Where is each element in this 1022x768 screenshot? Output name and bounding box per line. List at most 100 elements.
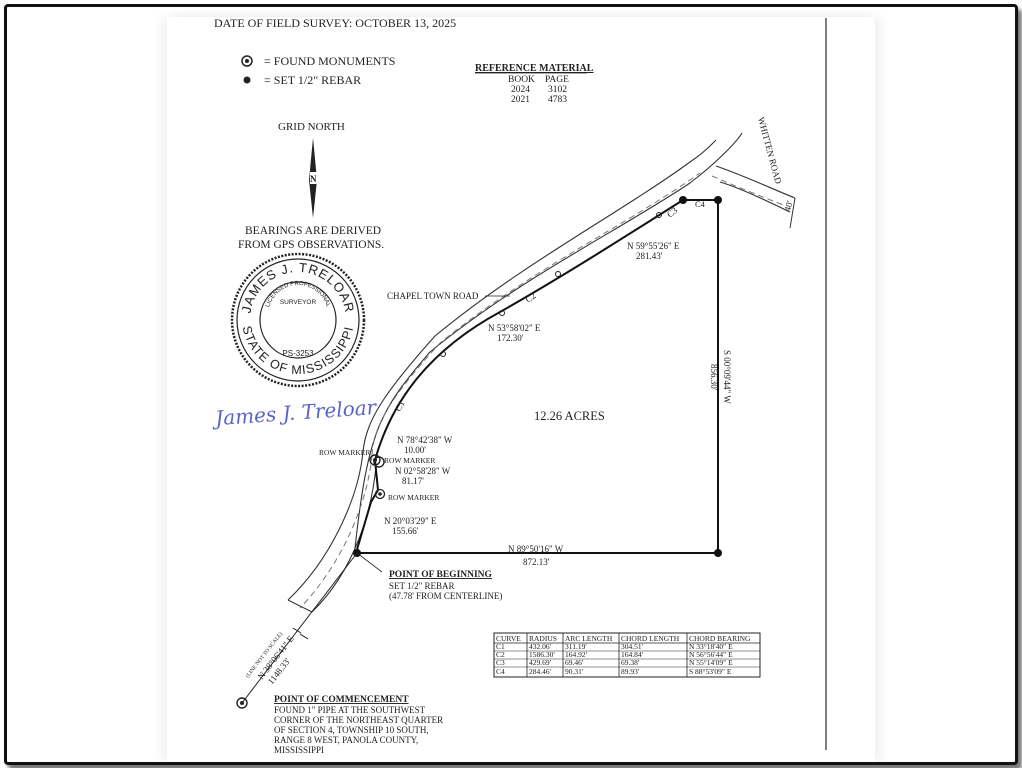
whitten-road-label: WHITTEN ROAD bbox=[756, 116, 784, 185]
curve-table-cell: 69.38' bbox=[621, 658, 640, 667]
corner-rebar-icon bbox=[714, 196, 722, 204]
row-marker-label: ROW MARKER bbox=[388, 493, 439, 502]
found-monument-icon-center bbox=[245, 59, 249, 63]
curve-label-c1: C1 bbox=[393, 399, 407, 413]
call-north-distance: 281.43' bbox=[636, 251, 663, 261]
call-east-bearing: S 00°09'44" W bbox=[722, 350, 732, 404]
survey-sheet bbox=[167, 17, 875, 762]
poc-line: RANGE 8 WEST, PANOLA COUNTY, bbox=[274, 735, 418, 745]
curve-table-header: CHORD BEARING bbox=[689, 634, 751, 643]
found-monument-icon bbox=[373, 456, 385, 468]
chapel-town-road-label: CHAPEL TOWN ROAD bbox=[387, 291, 479, 301]
survey-date: DATE OF FIELD SURVEY: OCTOBER 13, 2025 bbox=[214, 16, 456, 30]
call-south-bearing: N 89°50'16" W bbox=[508, 544, 564, 554]
north-arrow-icon bbox=[309, 138, 317, 218]
found-monument-icon bbox=[374, 488, 386, 500]
reference-col-page: PAGE bbox=[545, 75, 569, 85]
curve-table-cell: 69.46' bbox=[565, 658, 584, 667]
poc-line: OF SECTION 4, TOWNSHIP 10 SOUTH, bbox=[274, 725, 429, 735]
set-rebar-icon bbox=[243, 76, 251, 84]
curve-table-header: RADIUS bbox=[529, 634, 557, 643]
pob-title: POINT OF BEGINNING bbox=[389, 570, 493, 580]
curve-table-cell: 164.92' bbox=[565, 650, 588, 659]
bearings-note-line1: BEARINGS ARE DERIVED bbox=[245, 225, 381, 237]
call-mid-distance: 172.30' bbox=[497, 333, 524, 343]
call-w3-distance: 155.66' bbox=[392, 526, 419, 536]
reference-row-book: 2024 bbox=[511, 85, 530, 95]
poc-line: CORNER OF THE NORTHEAST QUARTER bbox=[274, 715, 443, 725]
pob-line2: (47.78' FROM CENTERLINE) bbox=[389, 591, 502, 601]
curve-point-icon bbox=[499, 310, 505, 316]
whitten-road bbox=[711, 165, 796, 229]
surveyor-signature: James J. Treloar bbox=[210, 395, 378, 431]
row-marker-label: ROW MARKER bbox=[384, 456, 435, 465]
curve-table-cell: N 55°14'09" E bbox=[689, 658, 733, 667]
call-south-distance: 872.13' bbox=[523, 557, 550, 567]
curve-label-c2: C2 bbox=[523, 290, 537, 304]
curve-table: CURVE RADIUS ARC LENGTH CHORD LENGTH CHO… bbox=[493, 632, 761, 678]
curve-table-header: CHORD LENGTH bbox=[621, 634, 680, 643]
call-w1-bearing: N 78°42'38" W bbox=[397, 435, 453, 445]
found-monument-icon-center bbox=[378, 492, 382, 496]
seal-number: PS-3253 bbox=[282, 349, 314, 358]
curve-table-cell: 89.93' bbox=[621, 667, 640, 676]
surveyor-seal: JAMES J. TRELOAR STATE OF MISSISSIPPI LI… bbox=[230, 252, 366, 388]
reference-row-page: 3102 bbox=[548, 85, 567, 95]
curve-table-cell: 429.69' bbox=[529, 658, 552, 667]
call-north-bearing: N 59°55'26" E bbox=[627, 241, 680, 251]
call-w3-bearing: N 20°03'29" E bbox=[384, 516, 437, 526]
pob-leader bbox=[356, 552, 383, 573]
image-frame bbox=[4, 4, 1018, 765]
point-of-commencement-icon bbox=[236, 697, 248, 709]
curve-table-cell: 432.06' bbox=[529, 642, 552, 651]
poc-line: MISSISSIPPI bbox=[274, 745, 324, 755]
curve-label-c3: C3 bbox=[665, 205, 680, 220]
curve-table-cell: 1586.30' bbox=[529, 650, 555, 659]
reference-col-book: BOOK bbox=[508, 75, 535, 85]
row-marker-label: ROW MARKER bbox=[319, 448, 370, 457]
curve-table-cell: N 33°18'40" E bbox=[689, 642, 733, 651]
call-w2-bearing: N 02°58'28" W bbox=[395, 466, 451, 476]
curve-table-cell: C3 bbox=[496, 658, 505, 667]
call-w1-distance: 10.00' bbox=[404, 445, 426, 455]
tie-line-break bbox=[299, 633, 309, 640]
call-mid-bearing: N 53°58'02" E bbox=[488, 323, 541, 333]
curve-point-icon bbox=[440, 351, 446, 357]
legend-found-monuments: = FOUND MONUMENTS bbox=[264, 54, 395, 68]
curve-table-header: CURVE bbox=[496, 634, 521, 643]
parcel-area: 12.26 ACRES bbox=[534, 409, 605, 423]
grid-north-label: GRID NORTH bbox=[278, 121, 345, 133]
curve-table-header: ARC LENGTH bbox=[565, 634, 613, 643]
north-arrow-letter: N bbox=[310, 174, 317, 184]
poc-title: POINT OF COMMENCEMENT bbox=[274, 695, 409, 705]
point-of-commencement-icon-center bbox=[240, 701, 244, 705]
tie-line-break bbox=[292, 627, 302, 634]
chapel-town-road bbox=[287, 132, 743, 613]
corner-rebar-icon bbox=[714, 549, 722, 557]
curve-table-cell: C4 bbox=[496, 667, 505, 676]
curve-table-cell: C1 bbox=[496, 642, 505, 651]
tie-line bbox=[241, 552, 358, 704]
reference-row-book: 2021 bbox=[511, 95, 530, 105]
curve-table-cell: 284.46' bbox=[529, 667, 552, 676]
curve-table-cell: S 88°53'09" E bbox=[689, 667, 732, 676]
legend-set-rebar: = SET 1/2" REBAR bbox=[264, 73, 361, 87]
poc-line: FOUND 1" PIPE AT THE SOUTHWEST bbox=[274, 705, 426, 715]
reference-title: REFERENCE MATERIAL bbox=[475, 63, 594, 74]
whitten-road-width: 40' bbox=[782, 199, 795, 212]
call-east-distance: 856.30' bbox=[709, 364, 719, 391]
curve-label-c4: C4 bbox=[695, 199, 706, 209]
curve-table-cell: 90.31' bbox=[565, 667, 584, 676]
seal-title: SURVEYOR bbox=[280, 299, 317, 306]
corner-rebar-icon bbox=[679, 196, 687, 204]
pob-line1: SET 1/2" REBAR bbox=[389, 581, 455, 591]
curve-table-cell: 311.19' bbox=[565, 642, 587, 651]
curve-point-icon bbox=[555, 271, 561, 277]
curve-table-cell: 304.51' bbox=[621, 642, 644, 651]
curve-table-cell: C2 bbox=[496, 650, 505, 659]
call-w2-distance: 81.17' bbox=[402, 476, 424, 486]
curve-table-cell: 164.84' bbox=[621, 650, 644, 659]
curve-table-cell: N 56°56'44" E bbox=[689, 650, 733, 659]
bearings-note-line2: FROM GPS OBSERVATIONS. bbox=[238, 239, 384, 251]
